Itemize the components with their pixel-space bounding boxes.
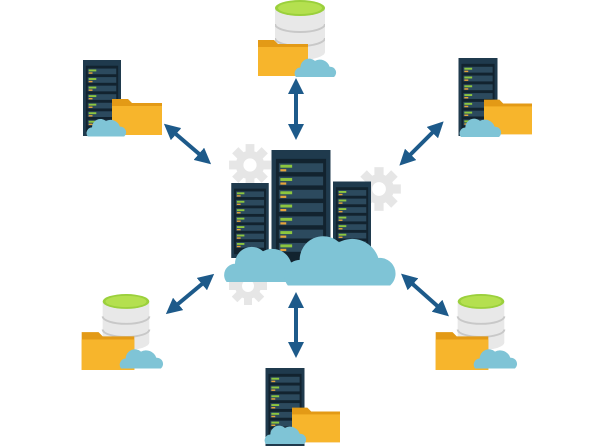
node-top-right-server	[458, 58, 532, 137]
double-arrow-icon	[399, 121, 444, 166]
central-server-cluster	[224, 144, 401, 305]
double-arrow-icon	[401, 273, 449, 317]
double-arrow-icon	[163, 123, 212, 165]
node-bottom-left-database	[81, 294, 164, 370]
node-bottom-right-database	[435, 294, 518, 370]
server-icon	[231, 183, 269, 258]
node-top-left-server	[83, 60, 162, 137]
node-bottom-server	[264, 368, 340, 446]
node-top-database	[258, 0, 337, 77]
gear-icon	[229, 144, 271, 186]
double-arrow-icon	[165, 273, 215, 315]
connection-arrows	[163, 78, 449, 358]
